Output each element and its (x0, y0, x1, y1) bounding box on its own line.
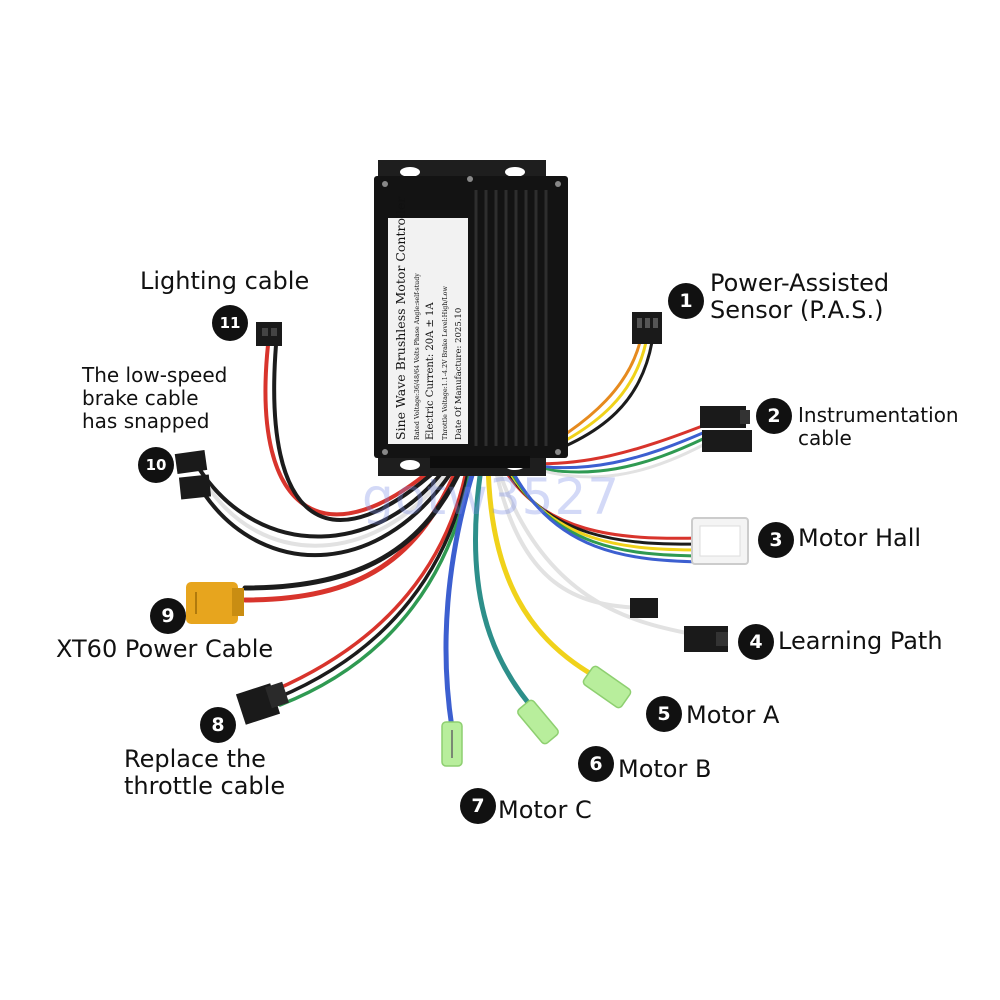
cable-grommet (430, 456, 530, 468)
callout-label-1: Power-Assisted Sensor (P.A.S.) (710, 269, 890, 325)
callout-badge-1: 1 (668, 283, 704, 319)
wire-learning-white-2 (494, 460, 694, 636)
callout-badge-4: 4 (738, 624, 774, 660)
wire-throttle-red (273, 460, 470, 692)
watermark: gotw3527 (362, 468, 621, 526)
wire-xt60-black (242, 459, 467, 591)
callout-label-2: Instrumentation cable (798, 403, 959, 450)
callout-badge-9: 9 (150, 598, 186, 634)
instrumentation-connector (700, 406, 752, 452)
callout-badge-10: 10 (138, 447, 174, 483)
wire-motor-c (443, 459, 479, 731)
xt60-connector (186, 582, 244, 624)
callout-badge-11: 11 (212, 305, 248, 341)
motor-controller: Sine Wave Brushless Motor Controller Rat… (374, 160, 568, 476)
callout-badge-5: 5 (646, 696, 682, 732)
callout-label-7: Motor C (498, 796, 592, 824)
motor-c-terminal (441, 721, 463, 767)
wire-bundle (198, 340, 707, 731)
callout-label-5: Motor A (686, 701, 780, 729)
motor-hall-connector (691, 517, 749, 565)
motor-b-terminal (517, 699, 559, 745)
callout-label-4: Learning Path (778, 627, 943, 655)
label-line-1: Sine Wave Brushless Motor Controller (393, 197, 408, 440)
callout-badge-7: 7 (460, 788, 496, 824)
wire-hall-blue (506, 460, 702, 564)
controller-label-text: Sine Wave Brushless Motor Controller Rat… (393, 197, 464, 440)
callout-badge-8: 8 (200, 707, 236, 743)
label-line-3: Electric Current: 20A ± 1A (425, 302, 436, 440)
label-line-4: Throttle Voltage:1.1-4.2V Brake Level:Hi… (442, 286, 449, 440)
learning-path-connector (630, 598, 728, 652)
label-line-2: Rated Voltage:36/48/64 Volts Phase Angle… (414, 273, 421, 440)
wire-motor-a (485, 459, 601, 681)
wire-brake-black (198, 460, 452, 539)
controller-label-sticker (388, 218, 468, 444)
connectors (174, 312, 752, 767)
motor-a-terminal (582, 665, 632, 709)
label-line-5: Date Of Manufacture: 2025.10 (454, 308, 464, 440)
lighting-connector (256, 322, 282, 346)
throttle-connector (235, 681, 289, 725)
callout-badge-3: 3 (758, 522, 794, 558)
callout-label-11: Lighting cable (140, 267, 310, 295)
callout-label-3: Motor Hall (798, 524, 922, 552)
brake-connector (174, 450, 212, 500)
pas-connector (632, 312, 662, 344)
callout-label-6: Motor B (618, 755, 712, 783)
callout-label-8: Replace the throttle cable (124, 745, 286, 801)
wire-brake-white (203, 460, 457, 548)
callout-label-10: The low-speed brake cable has snapped (82, 363, 228, 433)
callout-badge-2: 2 (756, 398, 792, 434)
heatsink-fins (474, 190, 548, 446)
wire-throttle-black (275, 460, 472, 700)
wire-lighting-black (272, 343, 447, 522)
wire-learning-white (492, 460, 642, 610)
callout-badge-6: 6 (578, 746, 614, 782)
wire-brake-black-2 (203, 460, 460, 558)
wire-motor-b (472, 459, 539, 715)
callout-label-9: XT60 Power Cable (56, 635, 274, 663)
